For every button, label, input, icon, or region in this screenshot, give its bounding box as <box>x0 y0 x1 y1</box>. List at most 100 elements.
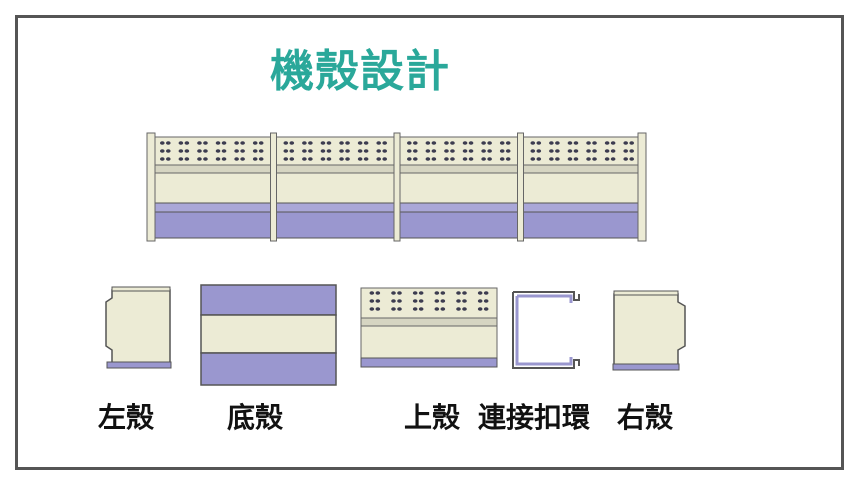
vent-hole <box>592 141 597 145</box>
vent-hole <box>462 291 467 295</box>
top-shell-vent-holes <box>369 291 489 311</box>
vent-hole <box>610 157 616 161</box>
vent-hole <box>592 149 597 153</box>
vent-hole <box>412 299 418 303</box>
vent-hole <box>289 149 295 153</box>
vent-hole <box>375 307 381 311</box>
vent-hole <box>203 157 208 161</box>
vent-hole <box>326 141 332 145</box>
vent-hole <box>499 141 505 145</box>
vent-hole <box>391 291 396 295</box>
vent-hole <box>412 307 418 311</box>
vent-hole <box>234 157 239 161</box>
vent-hole <box>363 149 369 153</box>
vent-hole <box>418 299 424 303</box>
vent-hole <box>444 157 449 161</box>
vent-hole <box>468 157 474 161</box>
vent-hole <box>320 157 326 161</box>
segment-divider <box>393 132 401 242</box>
vent-hole <box>462 307 467 311</box>
vent-hole <box>308 157 313 161</box>
vent-hole <box>308 141 313 145</box>
vent-hole <box>418 307 424 311</box>
vent-hole <box>397 299 402 303</box>
vent-hole <box>357 157 363 161</box>
vent-hole <box>382 141 388 145</box>
vent-hole <box>375 299 381 303</box>
vent-hole <box>339 157 344 161</box>
vent-hole <box>462 141 468 145</box>
vent-hole <box>444 141 449 145</box>
vent-hole <box>357 149 363 153</box>
vent-hole <box>412 141 418 145</box>
label-connector-ring: 連接扣環 <box>478 401 591 434</box>
vent-hole <box>184 149 190 153</box>
vent-hole <box>397 307 402 311</box>
vent-hole <box>450 149 455 153</box>
vent-hole <box>412 149 418 153</box>
vent-hole <box>477 307 483 311</box>
vent-hole <box>425 141 431 145</box>
vent-hole <box>425 157 431 161</box>
vent-hole <box>406 141 412 145</box>
vent-hole <box>499 157 505 161</box>
vent-hole <box>234 141 239 145</box>
vent-hole <box>406 149 412 153</box>
vent-hole <box>573 141 579 145</box>
vent-hole <box>240 141 245 145</box>
vent-hole <box>462 299 467 303</box>
vent-hole <box>505 149 511 153</box>
vent-hole <box>431 141 437 145</box>
vent-hole <box>406 157 412 161</box>
bottom-shell-part <box>200 284 337 386</box>
vent-hole <box>375 291 381 295</box>
vent-hole <box>397 291 402 295</box>
vent-hole <box>434 307 440 311</box>
vent-hole <box>444 149 449 153</box>
vent-hole <box>483 299 489 303</box>
vent-hole <box>339 141 344 145</box>
vent-hole <box>412 157 418 161</box>
vent-hole <box>184 141 190 145</box>
vent-hole <box>215 141 221 145</box>
vent-hole <box>425 149 431 153</box>
vent-hole <box>258 141 264 145</box>
vent-hole <box>382 149 388 153</box>
vent-hole <box>184 157 190 161</box>
vent-hole <box>505 141 511 145</box>
assembly-vent-holes <box>159 141 635 161</box>
vent-hole <box>283 157 289 161</box>
vent-hole <box>483 307 489 311</box>
label-right-shell: 右殼 <box>617 401 674 434</box>
vent-hole <box>320 141 326 145</box>
vent-hole <box>369 307 375 311</box>
vent-hole <box>258 149 264 153</box>
vent-hole <box>481 141 486 145</box>
vent-hole <box>481 149 486 153</box>
vent-hole <box>159 157 165 161</box>
vent-hole <box>450 141 455 145</box>
vent-hole <box>487 157 492 161</box>
vent-hole <box>610 149 616 153</box>
vent-hole <box>623 149 629 153</box>
segment-divider <box>270 132 277 242</box>
vent-hole <box>165 157 171 161</box>
vent-hole <box>629 149 635 153</box>
vent-hole <box>431 149 437 153</box>
vent-hole <box>215 149 221 153</box>
vent-hole <box>252 149 258 153</box>
vent-hole <box>530 141 536 145</box>
vent-hole <box>391 307 396 311</box>
vent-hole <box>376 141 382 145</box>
label-bottom-shell: 底殼 <box>227 401 284 434</box>
vent-hole <box>308 149 313 153</box>
vent-hole <box>418 291 424 295</box>
vent-hole <box>567 141 573 145</box>
vent-hole <box>289 141 295 145</box>
vent-hole <box>481 157 486 161</box>
vent-hole <box>345 141 350 145</box>
vent-hole <box>592 157 597 161</box>
left-shell-part <box>105 286 172 369</box>
vent-hole <box>197 141 202 145</box>
